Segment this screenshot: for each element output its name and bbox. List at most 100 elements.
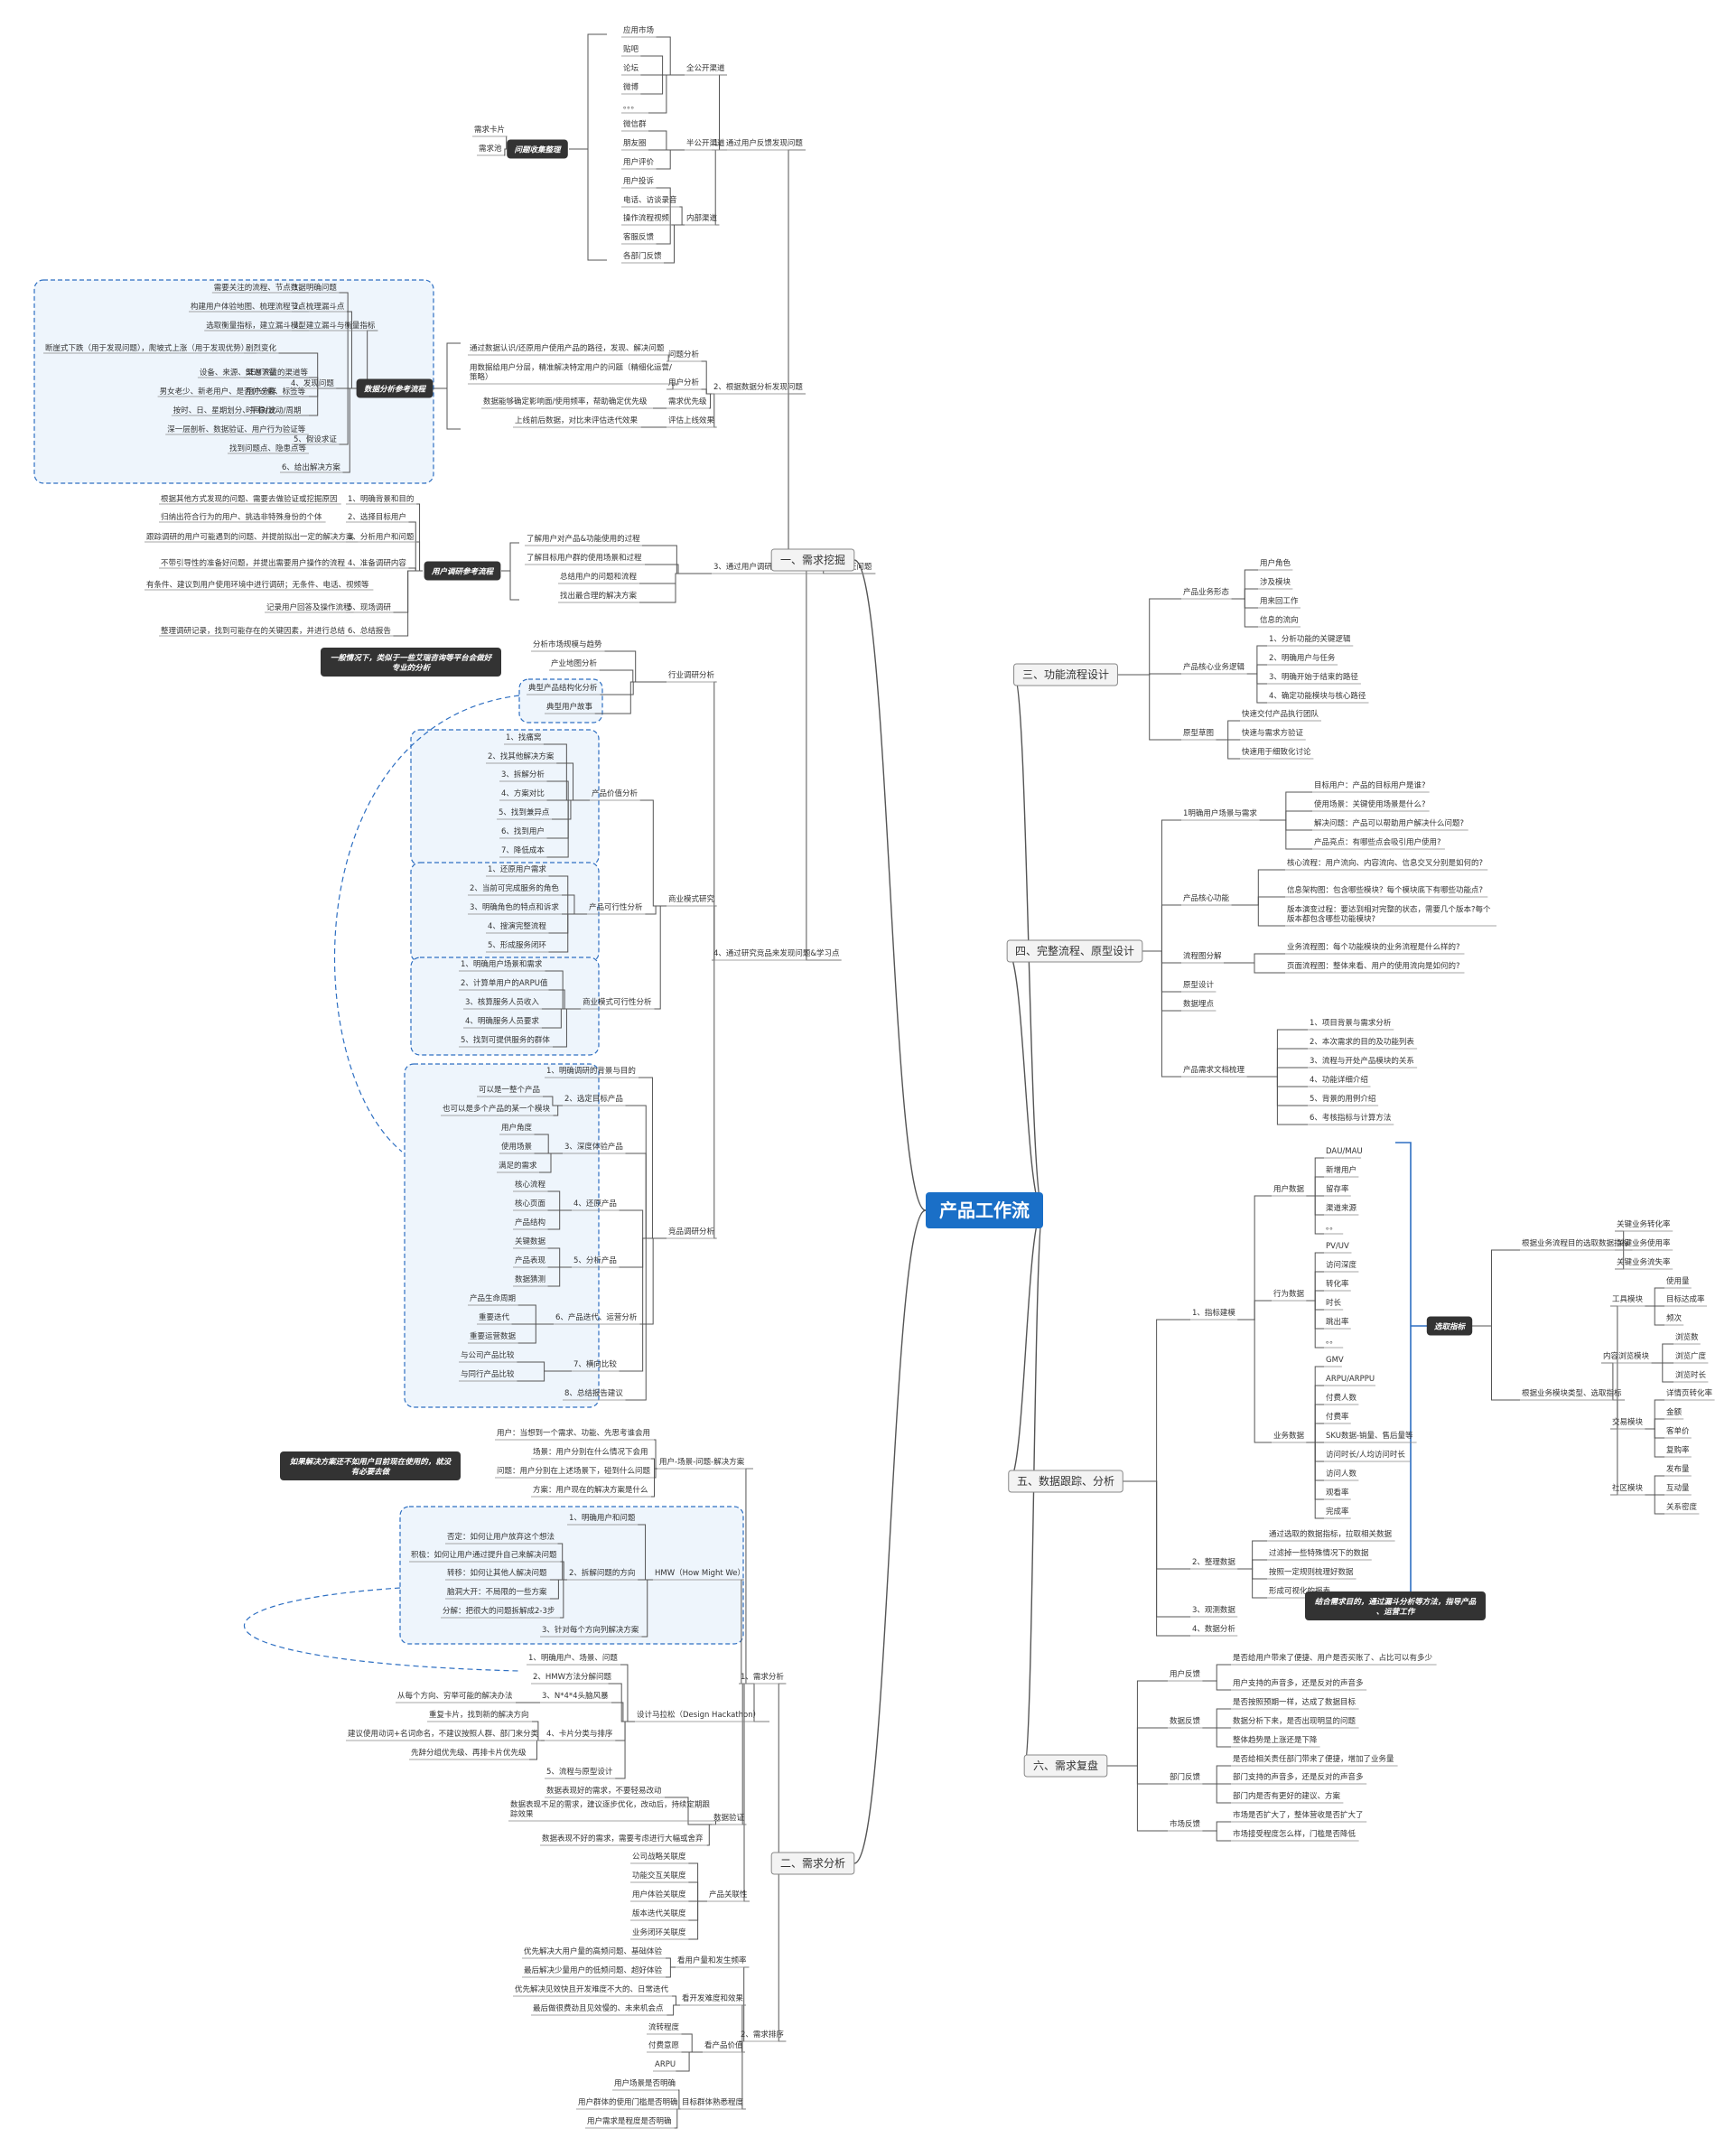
mind-map-node[interactable]: 3、N*4*4头脑风暴 — [540, 1691, 611, 1703]
root-node[interactable]: 产品工作流 — [926, 1192, 1043, 1228]
branch-b3[interactable]: 三、功能流程设计 — [1013, 663, 1118, 686]
mind-map-node[interactable]: 快速交付产品执行团队 — [1240, 709, 1321, 722]
mind-map-node[interactable]: 用户体验关联度 — [630, 1890, 689, 1902]
mind-map-node[interactable]: 产业地图分析 — [549, 658, 600, 671]
mind-map-node[interactable]: 优先解决大用户量的高频问题、基础体验 — [522, 1946, 666, 1959]
mind-map-node[interactable]: 用户需求是程度是否明确 — [585, 2116, 675, 2129]
mind-map-node[interactable]: 发布量 — [1664, 1464, 1692, 1477]
mind-map-node[interactable]: 用数据给用户分层，精准解决特定用户的问题（精细化运营/策略） — [468, 363, 679, 385]
mind-map-node[interactable]: 7、降低成本 — [499, 845, 547, 858]
mind-map-node[interactable]: 1、找痛窝 — [504, 733, 544, 745]
mind-map-node[interactable]: 优先解决见效快且开发难度不大的、日常迭代 — [513, 1984, 672, 1997]
mind-map-node[interactable]: 看用户量和发生频率 — [676, 1955, 750, 1968]
mind-map-node[interactable]: 留存率 — [1324, 1184, 1351, 1197]
mind-map-node[interactable]: 产品可行性分析 — [587, 902, 646, 915]
mind-map-node[interactable]: 重要运营数据 — [468, 1331, 518, 1344]
mind-map-node[interactable]: 2、找其他解决方案 — [486, 751, 557, 764]
mind-map-node[interactable]: 各部门反馈 — [621, 251, 664, 264]
mind-map-node[interactable]: 流程图分解 — [1181, 951, 1224, 964]
mind-map-node[interactable]: 用户评价 — [621, 157, 657, 170]
mind-map-node[interactable]: 互动量 — [1664, 1483, 1692, 1496]
mind-map-node[interactable]: 分析市场规模与趋势 — [531, 639, 605, 652]
mind-map-node[interactable]: 总结用户的问题和流程 — [558, 572, 639, 584]
mind-map-node[interactable]: 商业模式研究 — [667, 894, 717, 907]
mind-map-node[interactable]: 客服反馈 — [621, 232, 657, 245]
mind-map-node[interactable]: 典型产品结构化分析 — [527, 683, 601, 695]
mind-map-node[interactable]: 付费率 — [1324, 1412, 1351, 1424]
mind-map-node[interactable]: 数据猜测 — [513, 1274, 548, 1287]
branch-b6[interactable]: 六、需求复盘 — [1023, 1754, 1108, 1778]
mind-map-node[interactable]: 2、根据数据分析发现问题 — [712, 382, 806, 395]
mind-map-node[interactable]: 数据分析下来，是否出现明显的问题 — [1231, 1716, 1359, 1729]
mind-map-node[interactable]: 版本迭代关联度 — [630, 1909, 689, 1921]
mind-map-node[interactable]: 场景：用户分别在什么情况下会用 — [531, 1447, 651, 1460]
mind-map-node[interactable]: 跳出率 — [1324, 1317, 1351, 1330]
mind-map-node[interactable]: 2、明确用户与任务 — [1267, 653, 1338, 666]
mind-map-node[interactable]: 功能交互关联度 — [630, 1871, 689, 1883]
mind-map-node[interactable]: 微信群 — [621, 119, 648, 132]
mind-map-node[interactable]: DAU/MAU — [1324, 1147, 1363, 1159]
mind-map-node[interactable]: 数据埋点 — [1181, 999, 1217, 1012]
mind-map-node[interactable]: 2、本次需求的目的及功能列表 — [1308, 1037, 1418, 1050]
mind-map-node[interactable]: 评估上线效果 — [667, 415, 717, 428]
mind-map-node[interactable]: 产品价值分析 — [590, 789, 640, 801]
mind-map-node[interactable]: 业务数据 — [1272, 1431, 1307, 1443]
mind-map-node[interactable]: 用户支持的声音多，还是反对的声音多 — [1231, 1678, 1367, 1691]
mind-map-node[interactable]: 1、明确用户和问题 — [567, 1513, 639, 1526]
mind-map-node[interactable]: 产品亮点：有哪些点会吸引用户使用? — [1312, 837, 1445, 850]
mind-map-node[interactable]: 产品核心功能 — [1181, 893, 1232, 906]
mind-map-node[interactable]: 4、功能详细介绍 — [1308, 1075, 1371, 1087]
mind-map-node[interactable]: 问题：用户分别在上述场景下，碰到什么问题 — [495, 1466, 654, 1479]
mind-map-node[interactable]: 重复卡片，找到新的解决方向 — [427, 1710, 532, 1722]
mind-map-node[interactable]: 数据反馈 — [1168, 1716, 1203, 1729]
mind-map-node[interactable]: 时长 — [1324, 1298, 1344, 1311]
mind-map-node[interactable]: 产品需求文档梳理 — [1181, 1065, 1247, 1078]
mind-map-node[interactable]: 目标群体熟悉程度 — [680, 2097, 746, 2110]
callout-label[interactable]: 用户调研参考流程 — [424, 561, 501, 581]
mind-map-node[interactable]: 信息架构图：包含哪些模块？每个模块底下有哪些功能点? — [1285, 885, 1488, 898]
mind-map-node[interactable]: ARPU — [653, 2060, 676, 2072]
mind-map-node[interactable]: 3、明确角色的特点和诉求 — [468, 902, 562, 915]
mind-map-node[interactable]: 金额 — [1664, 1407, 1684, 1420]
mind-map-node[interactable]: 。。 — [1324, 1223, 1344, 1235]
mind-map-node[interactable]: 2、选定目标产品 — [563, 1094, 626, 1106]
mind-map-node[interactable]: 用户投诉 — [621, 176, 657, 189]
mind-map-node[interactable]: 交易模块 — [1610, 1417, 1645, 1430]
mind-map-node[interactable]: 数据能够确定影响面/使用频率，帮助确定优先级 — [481, 397, 653, 409]
mind-map-node[interactable]: 1、项目背景与需求分析 — [1308, 1018, 1394, 1031]
mind-map-node[interactable]: 整体趋势是上涨还是下降 — [1231, 1735, 1320, 1748]
mind-map-node[interactable]: 是否给用户带来了便捷、用户是否买账了、占比可以有多少 — [1231, 1653, 1437, 1666]
mind-map-node[interactable]: 渠道来源 — [1324, 1203, 1359, 1216]
mind-map-node[interactable]: 目标用户：产品的目标用户是谁? — [1312, 780, 1430, 793]
mind-map-node[interactable]: 3、深度体验产品 — [563, 1142, 626, 1154]
mind-map-node[interactable]: 浏览时长 — [1673, 1370, 1709, 1383]
mind-map-node[interactable]: 内容浏览模块 — [1601, 1351, 1652, 1364]
mind-map-node[interactable]: 4、卡片分类与排序 — [545, 1729, 616, 1741]
mind-map-node[interactable]: 关键业务使用率 — [1615, 1238, 1673, 1251]
mind-map-node[interactable]: 访问时长/人均访问时长 — [1324, 1450, 1411, 1462]
mind-map-node[interactable]: 新增用户 — [1324, 1165, 1359, 1178]
mind-map-node[interactable]: 积极：如何让用户通过提升自己来解决问题 — [409, 1550, 561, 1563]
mind-map-node[interactable]: 3、明确开始于结束的路径 — [1267, 672, 1361, 685]
mind-map-node[interactable]: 根据业务模块类型、选取指标 — [1520, 1388, 1625, 1401]
mind-map-node[interactable]: 付费意愿 — [647, 2040, 682, 2053]
mind-map-node[interactable]: 目标达成率 — [1664, 1294, 1707, 1307]
mind-map-node[interactable]: 用户：当想到一个需求、功能、先思考谁会用 — [495, 1428, 654, 1441]
mind-map-node[interactable]: 设计马拉松（Design Hackathon） — [635, 1710, 769, 1722]
mind-map-node[interactable]: 客单价 — [1664, 1426, 1692, 1439]
mind-map-node[interactable]: 了解目标用户群的使用场景和过程 — [525, 553, 645, 565]
mind-map-node[interactable]: 部门支持的声音多，还是反对的声音多 — [1231, 1772, 1367, 1785]
mind-map-node[interactable]: 观看率 — [1324, 1488, 1351, 1500]
mind-map-node[interactable]: 5、形成服务闭环 — [486, 940, 549, 953]
mind-map-node[interactable]: 用户场景是否明确 — [612, 2078, 678, 2091]
mind-map-node[interactable]: 1、还原用户需求 — [486, 864, 549, 877]
mind-map-node[interactable]: 否定：如何让用户放弃这个想法 — [445, 1532, 558, 1545]
mind-map-node[interactable]: 市场是否扩大了，整体营收是否扩大了 — [1231, 1810, 1367, 1823]
mind-map-node[interactable]: 也可以是多个产品的某一个模块 — [441, 1104, 554, 1116]
mind-map-node[interactable]: 数据表现不好的需求，需要考虑进行大幅或舍弃 — [540, 1834, 707, 1846]
mind-map-node[interactable]: 关键业务流失率 — [1615, 1257, 1673, 1270]
mind-map-node[interactable]: 7、横向比较 — [572, 1359, 620, 1372]
mind-map-node[interactable]: 电话、访谈录音 — [621, 195, 680, 208]
